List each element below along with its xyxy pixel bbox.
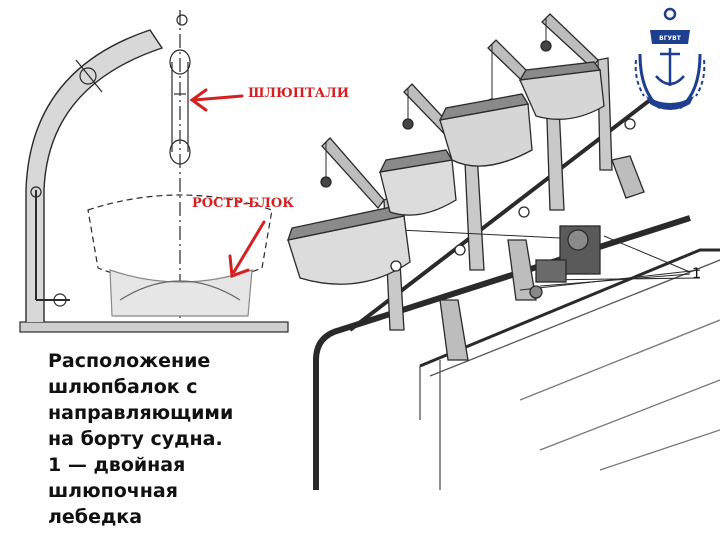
falls-arrow bbox=[189, 88, 244, 112]
caption-line: на борту судна. bbox=[48, 428, 223, 450]
caption-line: направляющими bbox=[48, 402, 234, 424]
caption-panel: Расположение шлюпбалок с направляющими н… bbox=[0, 340, 292, 540]
block-label: РОСТР-БЛОК bbox=[192, 196, 295, 211]
caption-line: лебедка bbox=[48, 506, 143, 528]
anchor-emblem-icon bbox=[655, 7, 685, 86]
university-logo: ВГУВТ bbox=[634, 7, 706, 110]
falls-label: ШЛЮПТАЛИ bbox=[248, 86, 350, 101]
item-number-label: 1 bbox=[692, 266, 701, 282]
block-arrow bbox=[228, 220, 266, 279]
caption-line: шлюпочная bbox=[48, 480, 178, 502]
caption-line: 1 — двойная bbox=[48, 454, 186, 476]
logo-text: ВГУВТ bbox=[659, 35, 682, 42]
left-elevation-drawing bbox=[19, 10, 289, 333]
figure-caption: Расположение шлюпбалок с направляющими н… bbox=[48, 348, 288, 530]
caption-line: Расположение bbox=[48, 350, 211, 372]
right-isometric-drawing bbox=[287, 13, 720, 490]
caption-line: шлюпбалок с bbox=[48, 376, 198, 398]
